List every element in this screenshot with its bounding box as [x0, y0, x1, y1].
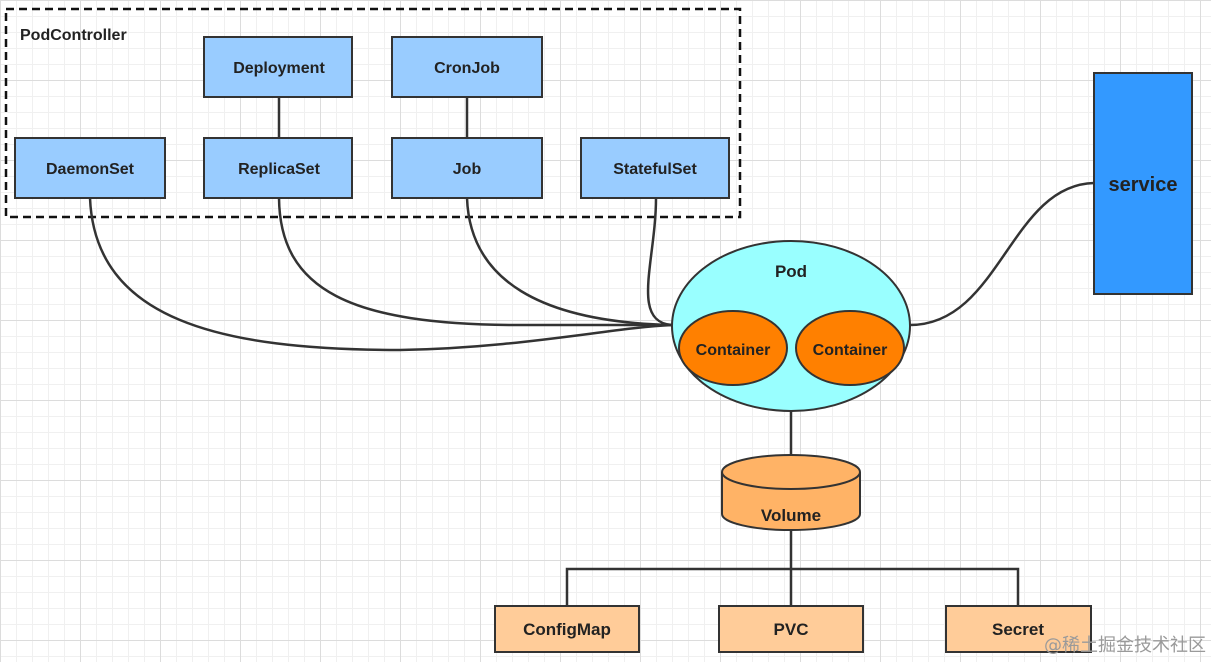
edge-replicaset-pod — [277, 197, 672, 327]
node-volume: Volume — [721, 454, 861, 531]
node-configmap-label: ConfigMap — [523, 620, 611, 639]
node-statefulset-label: StatefulSet — [613, 161, 697, 178]
node-daemonset: DaemonSet — [14, 137, 166, 199]
node-pod-label: Pod — [775, 262, 807, 281]
node-pvc-label: PVC — [774, 620, 809, 639]
node-cronjob: CronJob — [391, 36, 543, 98]
node-job: Job — [391, 137, 543, 199]
node-statefulset: StatefulSet — [580, 137, 730, 199]
node-replicaset: ReplicaSet — [203, 137, 353, 199]
watermark: @稀土掘金技术社区 — [1044, 635, 1206, 656]
edge-volume-branches — [565, 567, 1020, 606]
node-container-2-label: Container — [813, 342, 888, 359]
node-container-1: Container — [678, 310, 788, 386]
node-volume-label: Volume — [761, 506, 821, 525]
node-configmap: ConfigMap — [494, 605, 640, 653]
node-pvc: PVC — [718, 605, 864, 653]
node-job-label: Job — [453, 161, 482, 178]
node-secret: Secret — [945, 605, 1092, 653]
connectors — [88, 97, 1095, 606]
group-label: PodController — [20, 27, 127, 44]
node-service: service — [1093, 72, 1193, 295]
edge-pod-service — [909, 181, 1095, 327]
node-replicaset-label: ReplicaSet — [238, 161, 320, 178]
node-daemonset-label: DaemonSet — [46, 161, 135, 178]
edge-daemonset-pod — [88, 197, 673, 352]
node-pod: Pod Container Container — [671, 240, 911, 412]
edge-statefulset-pod — [646, 197, 673, 327]
node-cronjob-label: CronJob — [434, 60, 500, 77]
node-deployment-label: Deployment — [233, 60, 325, 77]
node-container-2: Container — [795, 310, 905, 386]
node-service-label: service — [1109, 174, 1178, 196]
node-secret-label: Secret — [992, 620, 1044, 639]
podcontroller-group — [4, 7, 742, 219]
node-container-1-label: Container — [696, 342, 771, 359]
node-deployment: Deployment — [203, 36, 353, 98]
edge-job-pod — [465, 197, 673, 327]
